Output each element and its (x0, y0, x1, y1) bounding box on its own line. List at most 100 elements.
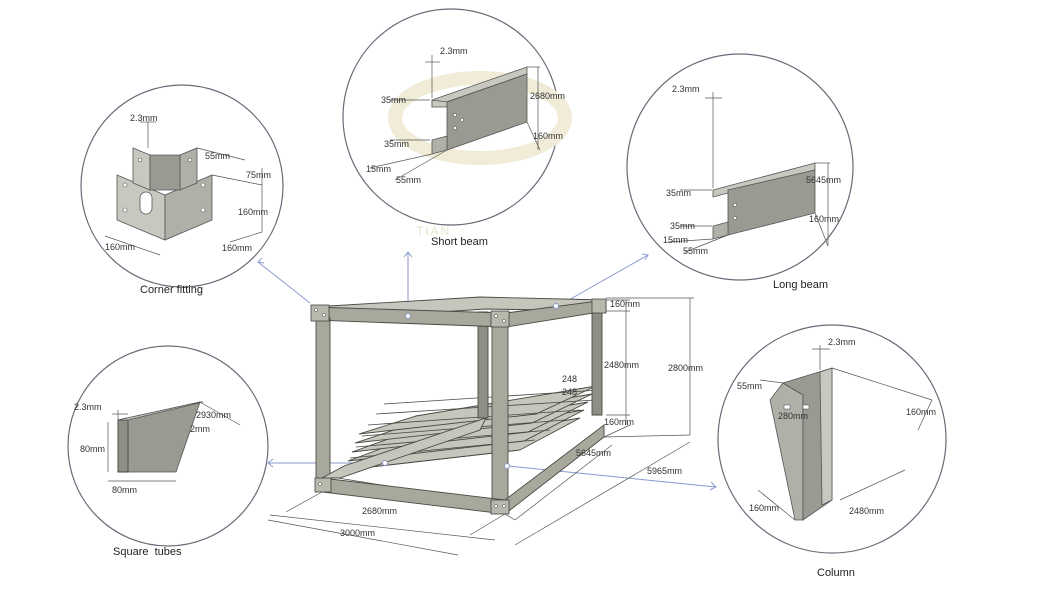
container-frame (310, 296, 607, 515)
corner-bolt-hole (122, 182, 128, 188)
corner-tab-right (179, 147, 198, 191)
arrowhead-square-tubes (267, 458, 274, 468)
square-tubes-panel: 2.3mm 2930mm 2mm 80mm 80mm (67, 345, 269, 547)
column-dim-depth: 160mm (749, 503, 779, 513)
corner-fitting-top-right (591, 298, 607, 314)
corner-bolt-hole (137, 157, 143, 163)
bottom-rail-front (321, 477, 506, 515)
short-beam-dim-width: 55mm (396, 175, 421, 185)
frame-dim-inner-height: 2480mm (604, 360, 639, 370)
frame-dim-total-height: 2800mm (668, 363, 703, 373)
square-tube-dim-thickness: 2.3mm (74, 402, 102, 412)
corner-fitting-top-left (310, 304, 330, 322)
column-dim-thickness: 2.3mm (828, 337, 856, 347)
corner-dim-left-width: 160mm (105, 242, 135, 252)
corner-dim-55: 55mm (205, 151, 230, 161)
column-part (769, 367, 833, 521)
watermark-text: TIAN (416, 224, 452, 238)
frame-dim-side-a: 248 (562, 374, 577, 384)
tube-top-face (117, 401, 204, 421)
corner-fitting-bottom-front (490, 499, 510, 515)
marker-long-beam (553, 303, 559, 309)
marker-column (504, 463, 510, 469)
frame-dim-inner-length: 5645mm (576, 448, 611, 458)
tube-end-face (117, 419, 129, 473)
frame-dim-bottom-height: 160mm (604, 417, 634, 427)
arrowhead-corner-fitting (256, 257, 265, 264)
frame-dim-outer-width: 3000mm (340, 528, 375, 538)
corner-dim-height: 160mm (238, 207, 268, 217)
beam-top-lip (431, 99, 448, 108)
frame-dim-top-height: 160mm (610, 299, 640, 309)
caption-square-tubes: Square tubes (113, 546, 182, 558)
corner-bolt-hole (200, 207, 206, 213)
arrow-to-long-beam (559, 254, 649, 306)
corner-bolts (314, 308, 506, 508)
marker-square-tubes (382, 460, 388, 466)
back-right-column (591, 301, 603, 416)
square-tube-dim-length: 2930mm (196, 410, 231, 420)
short-beam-dim-thickness: 2.3mm (440, 46, 468, 56)
caption-corner-fitting: Corner fitting (140, 284, 203, 296)
long-beam-panel: 2.3mm 35mm 5645mm 160mm 35mm 15mm 55mm (626, 53, 854, 281)
corner-tab-left (132, 147, 151, 191)
frame-dim-outer-length: 5965mm (647, 466, 682, 476)
back-left-column (477, 311, 489, 419)
square-tube-dim-wall: 2mm (190, 424, 210, 434)
long-beam-dim-top-flange: 35mm (666, 188, 691, 198)
corner-bolt-hole (122, 207, 128, 213)
front-right-column (491, 321, 509, 513)
long-beam-dim-bottom-flange: 35mm (670, 221, 695, 231)
long-beam-part (712, 162, 816, 240)
arrow-to-corner-fitting (257, 261, 311, 304)
column-dim-length: 2480mm (849, 506, 884, 516)
corner-fitting-part (116, 147, 213, 241)
short-beam-dim-lip: 15mm (366, 164, 391, 174)
front-left-column (315, 317, 331, 491)
corner-bolt-hole (200, 182, 206, 188)
short-beam-panel: 2.3mm 35mm 2680mm 160mm 35mm 15mm 55mm (342, 8, 572, 226)
short-beam-dim-bottom-flange: 35mm (384, 139, 409, 149)
arrowhead-column (709, 481, 717, 491)
square-tube-part (117, 401, 204, 473)
arrowhead-short-beam (403, 251, 413, 258)
column-panel: 2.3mm 55mm 160mm 280mm 160mm 2480mm (717, 324, 947, 554)
square-tube-dim-width: 80mm (112, 485, 137, 495)
caption-long-beam: Long beam (773, 279, 829, 291)
marker-short-beam (405, 313, 411, 319)
column-right-flange (819, 367, 833, 506)
column-dim-280: 280mm (778, 411, 808, 421)
watermark-logo (388, 71, 572, 165)
long-beam-dim-lip: 15mm (663, 235, 688, 245)
caption-column: Column (817, 567, 855, 579)
square-tubes-dim-lines (107, 401, 241, 482)
long-beam-dim-height: 160mm (809, 214, 839, 224)
column-dim-width: 160mm (906, 407, 936, 417)
long-beam-dim-lines (667, 92, 830, 253)
short-beam-dim-lines (369, 55, 541, 181)
corner-dim-right-width: 160mm (222, 243, 252, 253)
arrowhead-long-beam (641, 253, 649, 261)
long-beam-circle (626, 53, 854, 281)
arrow-to-column (507, 465, 717, 488)
short-beam-dim-top-flange: 35mm (381, 95, 406, 105)
corner-slot-hole (139, 191, 153, 215)
corner-fitting-top-front (490, 310, 510, 328)
corner-fitting-bottom-left (314, 477, 332, 493)
short-beam-dim-height: 160mm (533, 131, 563, 141)
corner-fitting-panel: 2.3mm 55mm 75mm 160mm 160mm 160mm (80, 84, 284, 288)
frame-dim-inner-width: 2680mm (362, 506, 397, 516)
corner-fitting-dim-lines (104, 121, 263, 256)
frame-dim-lines (267, 297, 694, 556)
corner-dim-thickness: 2.3mm (130, 113, 158, 123)
corner-dim-75: 75mm (246, 170, 271, 180)
long-beam-dim-length: 5645mm (806, 175, 841, 185)
column-dim-lines (757, 345, 933, 521)
frame-dim-side-b: 248 (562, 387, 577, 397)
corner-tab-back (149, 154, 181, 191)
bottom-rail-left (321, 417, 487, 479)
caption-short-beam: Short beam (431, 236, 488, 248)
column-dim-flange: 55mm (737, 381, 762, 391)
